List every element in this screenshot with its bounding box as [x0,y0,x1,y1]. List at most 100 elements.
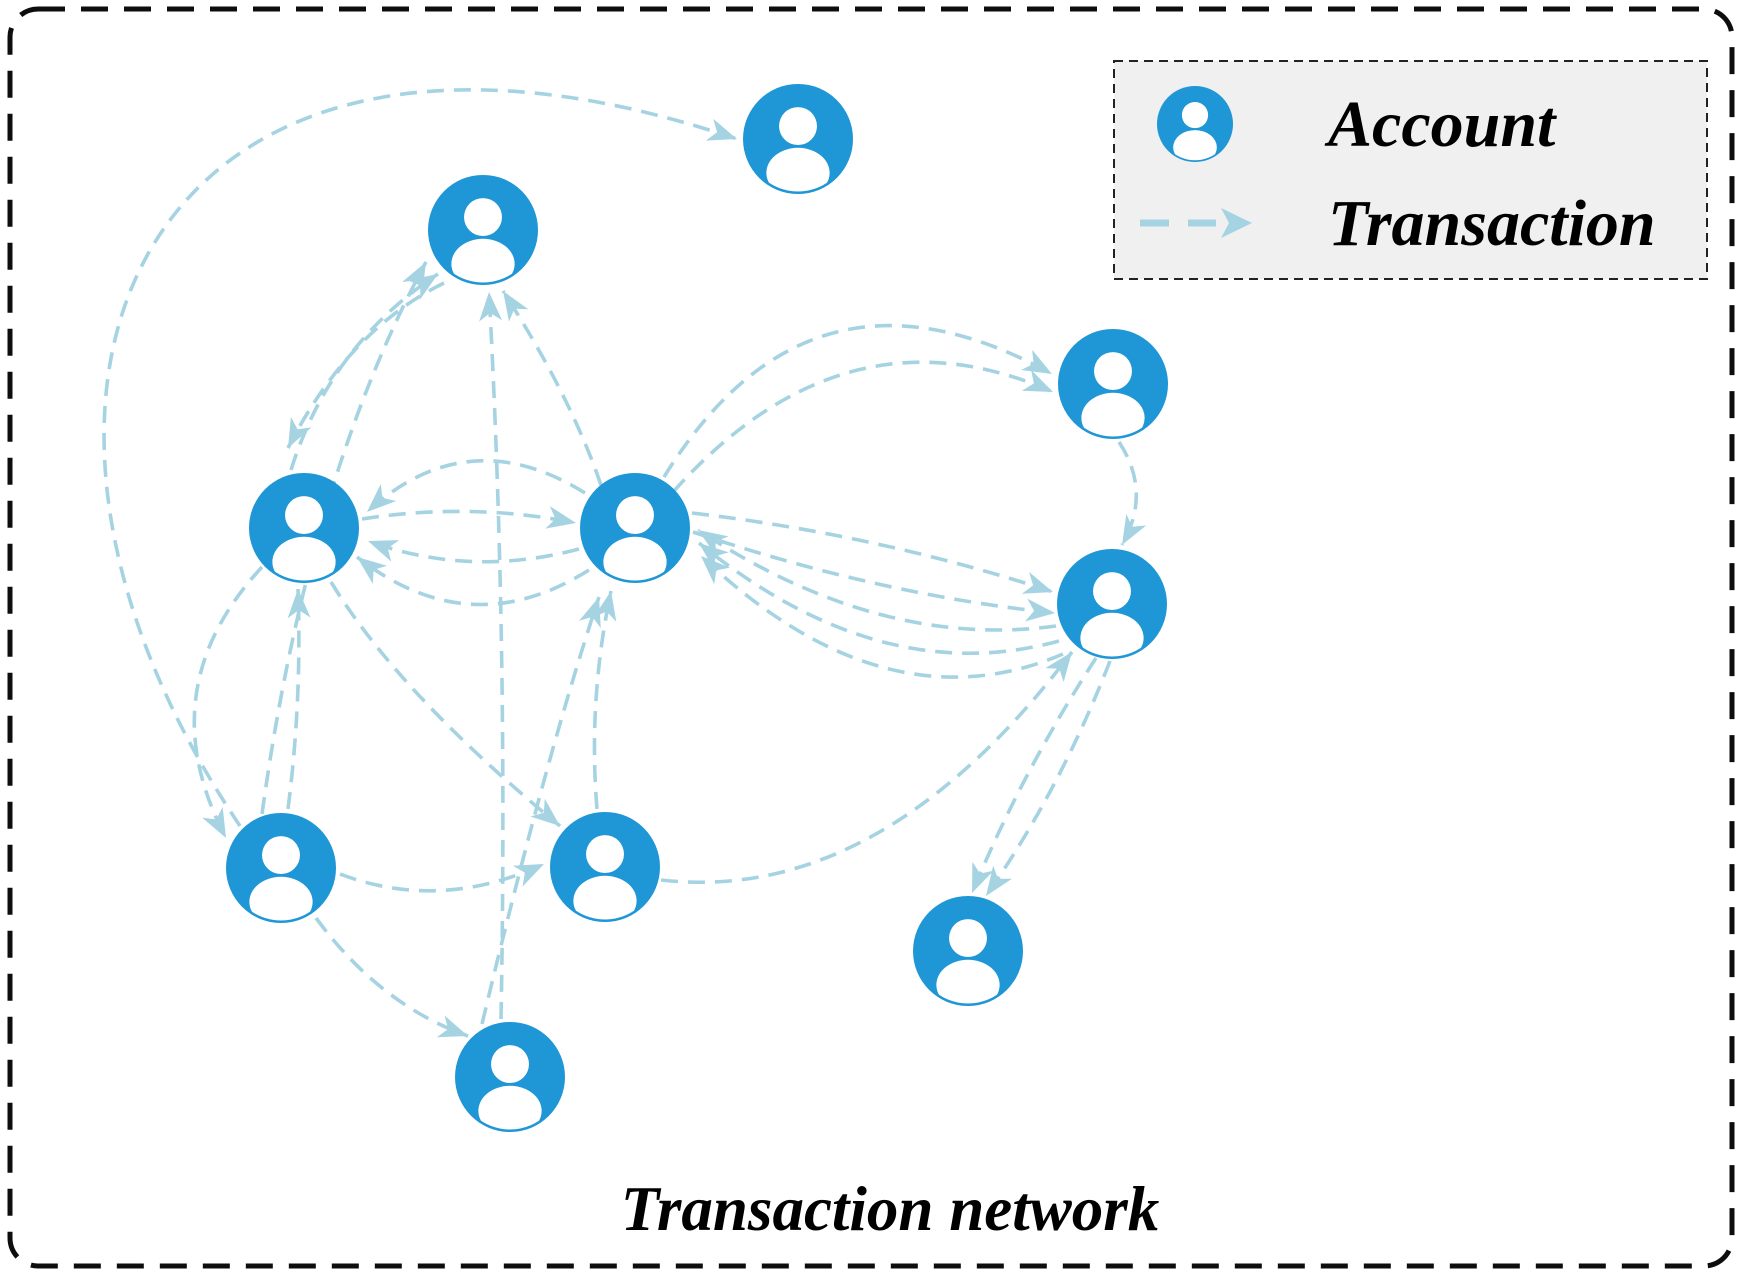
transaction-arrowhead [579,597,601,629]
transaction-edge-line [367,539,580,564]
transaction-edge [671,360,1054,494]
person-shoulders [936,959,1000,1004]
transaction-edge [984,660,1112,898]
transaction-arrow-icon [1140,208,1252,238]
transaction-arrowhead [368,540,400,562]
transaction-arrowhead [1021,572,1053,594]
transaction-edge [691,511,1054,594]
person-shoulders [1081,392,1145,437]
transaction-edge-line [662,323,1053,478]
transaction-edge [286,588,311,810]
transaction-edge [479,291,505,1020]
account-node [743,84,853,194]
account-node [428,175,538,285]
transaction-edge [697,541,1060,656]
transaction-arrowhead [1021,369,1053,392]
legend-account-label: Account [1324,88,1557,161]
legend-transaction-label: Transaction [1328,187,1656,260]
transaction-edge-line [697,541,1060,656]
transaction-arrowhead [1025,598,1055,622]
person-head [491,1045,529,1084]
transaction-edge [699,554,1064,679]
transaction-arrowhead [972,861,994,893]
transaction-arrowhead [367,484,397,512]
transaction-edge-line [192,565,264,839]
transaction-edge-line [329,581,562,828]
transaction-edge-line [480,596,601,1025]
person-head [262,836,300,875]
transaction-arrowhead [986,865,1012,896]
transaction-arrowhead [705,118,737,141]
transaction-edge [501,290,603,486]
transaction-edge-line [699,554,1064,679]
transaction-edge [192,565,264,839]
person-head [949,919,987,958]
person-shoulders [451,238,515,283]
transaction-edge-line [314,916,469,1038]
transaction-edge [361,506,577,529]
person-shoulders [573,875,637,920]
transaction-edge [480,596,601,1025]
person-head [779,107,817,146]
person-shoulders [249,876,313,921]
transaction-edge-line [671,360,1054,494]
transaction-arrowhead [699,543,729,571]
transaction-edge-line [692,530,1056,615]
account-node [249,473,359,583]
transaction-arrowhead [288,416,312,448]
transaction-edge [355,555,590,607]
transaction-edge [1117,441,1147,546]
person-head [1181,101,1209,129]
transaction-edge-line [339,862,545,893]
account-node [550,812,660,922]
transaction-edge [660,650,1074,885]
transaction-arrowhead [436,1015,468,1038]
figure-caption: Transaction network [621,1174,1160,1244]
transaction-edge-line [365,458,586,514]
transaction-arrowhead [1021,349,1052,374]
account-node [455,1022,565,1132]
person-shoulders [478,1085,542,1130]
person-shoulders [603,536,667,581]
person-head [285,496,323,535]
transaction-arrowhead [545,506,576,529]
legend: Account Transaction [1113,60,1708,280]
person-head [464,198,502,237]
transaction-edge [286,281,445,449]
transaction-edge [697,528,1057,632]
transaction-edge-line [660,650,1074,885]
person-shoulders [272,536,336,581]
transaction-arrowhead [402,262,426,293]
transaction-arrowhead [357,557,387,584]
person-shoulders [766,147,830,192]
transaction-arrowhead [202,807,226,838]
transaction-edge [289,272,439,471]
person-head [616,496,654,535]
transaction-arrowhead [1045,652,1072,683]
account-node [1058,329,1168,439]
transaction-arrowhead [698,530,729,556]
transaction-edge-line [361,509,577,525]
transaction-arrowhead [479,292,503,322]
transaction-edge [592,590,617,810]
transaction-arrowhead [530,798,560,826]
person-shoulders [1080,612,1144,657]
transaction-arrowhead [701,556,730,585]
person-shoulders [1173,130,1217,161]
account-node [913,896,1023,1006]
account-node [1057,549,1167,659]
transaction-arrowhead [287,589,311,619]
account-node [580,473,690,583]
account-node [226,813,336,923]
transaction-edge [314,916,469,1038]
transaction-edge [692,530,1056,622]
transaction-edge-line [355,555,590,607]
figure-border [7,6,1735,1269]
account-legend-icon [1157,86,1233,162]
transaction-edge-line [286,281,445,449]
transaction-edge [662,323,1053,478]
transaction-edge-line [102,88,738,828]
transaction-edge-line [501,290,603,486]
